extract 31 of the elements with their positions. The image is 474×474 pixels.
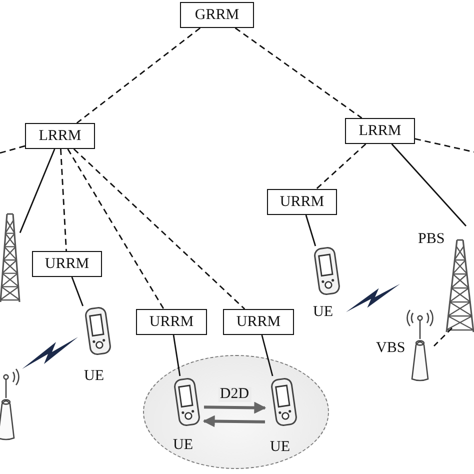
station-label: PBS [418,232,445,247]
manager-box: GRRM [180,2,254,28]
device-label: UE [270,440,290,455]
link-line [19,148,56,234]
dashed-link [73,148,246,310]
dashed-link [0,145,26,154]
manager-box: LRRM [345,118,415,144]
dashed-link [316,143,366,190]
link-line [305,214,316,246]
edge-label: D2D [218,387,252,402]
arrow [204,402,266,414]
link-line [261,334,274,376]
dashed-link [60,148,67,252]
manager-box: URRM [32,251,102,277]
dashed-link [414,138,474,153]
dashed-link [234,27,362,119]
manager-box: URRM [267,189,337,215]
device-label: UE [313,305,333,320]
link-line [71,276,84,306]
dashed-link [67,148,164,310]
arrow [202,415,266,428]
manager-box: LRRM [25,123,95,149]
manager-box: URRM [136,309,207,335]
device-label: UE [173,438,193,453]
device-label: UE [84,369,104,384]
dashed-link [76,27,201,124]
manager-box: URRM [223,309,294,335]
link-line [391,144,467,226]
link-line [172,334,181,376]
station-label: VBS [376,341,406,356]
dashed-link [434,328,452,346]
